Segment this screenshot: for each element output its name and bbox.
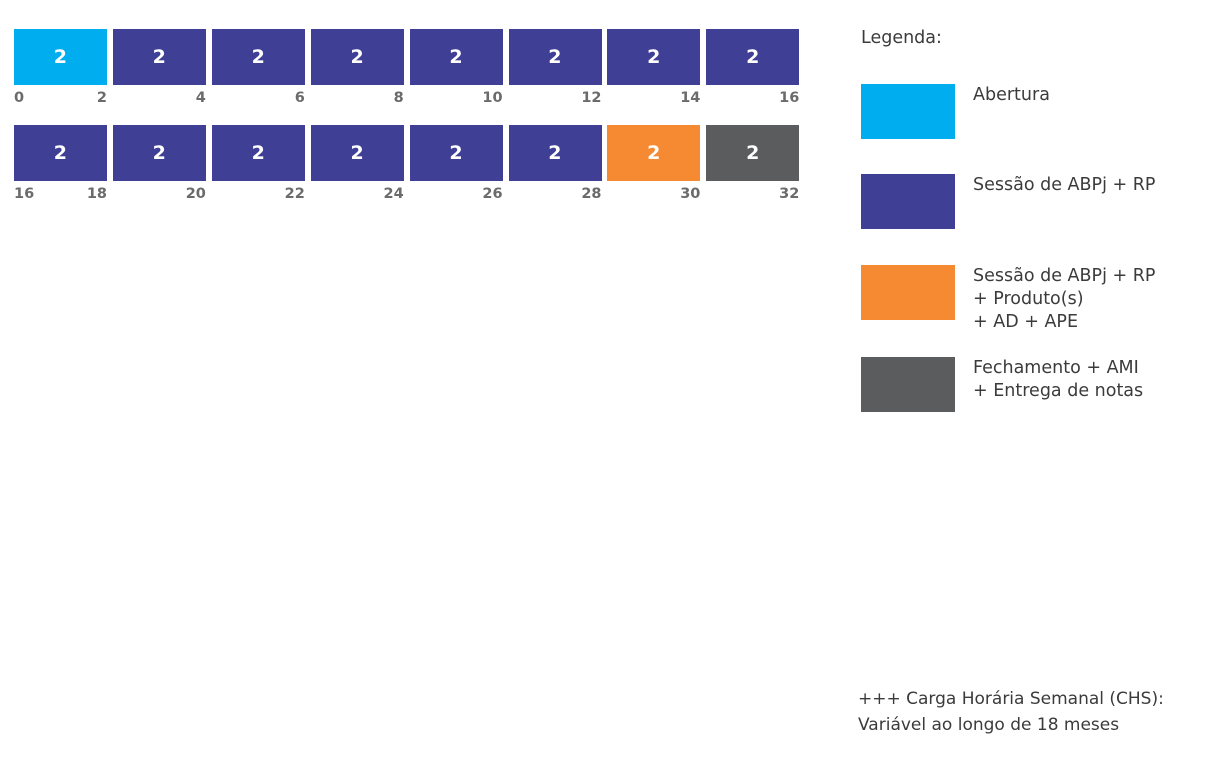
axis-tick-label: 8: [393, 90, 404, 106]
axis-tick-label: 2: [96, 90, 107, 106]
timeline-bar: 2: [607, 125, 701, 181]
axis-tick-label: 10: [482, 90, 503, 106]
axis-tick-label: 30: [680, 186, 701, 202]
legend-title: Legenda:: [861, 28, 942, 48]
axis-tick-label: 6: [294, 90, 305, 106]
legend: Legenda: Abertura Sessão de ABPj + RP Se…: [861, 0, 1208, 440]
axis-tick-label: 32: [779, 186, 800, 202]
timeline-bar: 2: [14, 29, 107, 85]
timeline-bar: 2: [112, 29, 206, 85]
timeline-bar: 2: [211, 125, 305, 181]
legend-swatch-fechamento: [861, 357, 955, 412]
legend-swatch-abertura: [861, 84, 955, 139]
legend-swatch-sessao-produto: [861, 265, 955, 320]
timeline-bar: 2: [409, 125, 503, 181]
timeline-bar: 2: [310, 125, 404, 181]
axis-tick-label: 26: [482, 186, 503, 202]
axis-tick-label: 14: [680, 90, 701, 106]
axis-tick-label: 24: [383, 186, 404, 202]
axis-tick-label: 28: [581, 186, 602, 202]
timeline-bar: 2: [211, 29, 305, 85]
footnote-chs: +++ Carga Horária Semanal (CHS): Variáve…: [858, 689, 1164, 735]
axis-tick-label: 12: [581, 90, 602, 106]
axis-tick-label: 16: [14, 186, 35, 202]
tick-track-row-1: 0 2 4 6 8 10 12 14 16: [14, 88, 805, 108]
timeline-bar: 2: [310, 29, 404, 85]
timeline-bar: 2: [508, 125, 602, 181]
legend-label-fechamento: Fechamento + AMI + Entrega de notas: [973, 358, 1144, 401]
axis-tick-label: 4: [195, 90, 206, 106]
tick-track-row-2: 16 18 20 22 24 26 28 30 32: [14, 184, 805, 204]
timeline-bar: 2: [112, 125, 206, 181]
timeline-bar: 2: [14, 125, 107, 181]
timeline-bar: 2: [706, 125, 800, 181]
axis-tick-label: 0: [14, 90, 25, 106]
legend-label-sessao-produto: Sessão de ABPj + RP + Produto(s) + AD + …: [973, 266, 1156, 332]
axis-tick-label: 16: [779, 90, 800, 106]
timeline-bar: 2: [706, 29, 800, 85]
axis-tick-label: 22: [284, 186, 305, 202]
axis-tick-label: 20: [185, 186, 206, 202]
timeline-bar: 2: [607, 29, 701, 85]
legend-swatch-sessao: [861, 174, 955, 229]
timeline-bar: 2: [508, 29, 602, 85]
axis-tick-label: 18: [86, 186, 107, 202]
legend-label-sessao: Sessão de ABPj + RP: [973, 175, 1156, 195]
timeline-bar: 2: [409, 29, 503, 85]
legend-label-abertura: Abertura: [973, 85, 1050, 105]
